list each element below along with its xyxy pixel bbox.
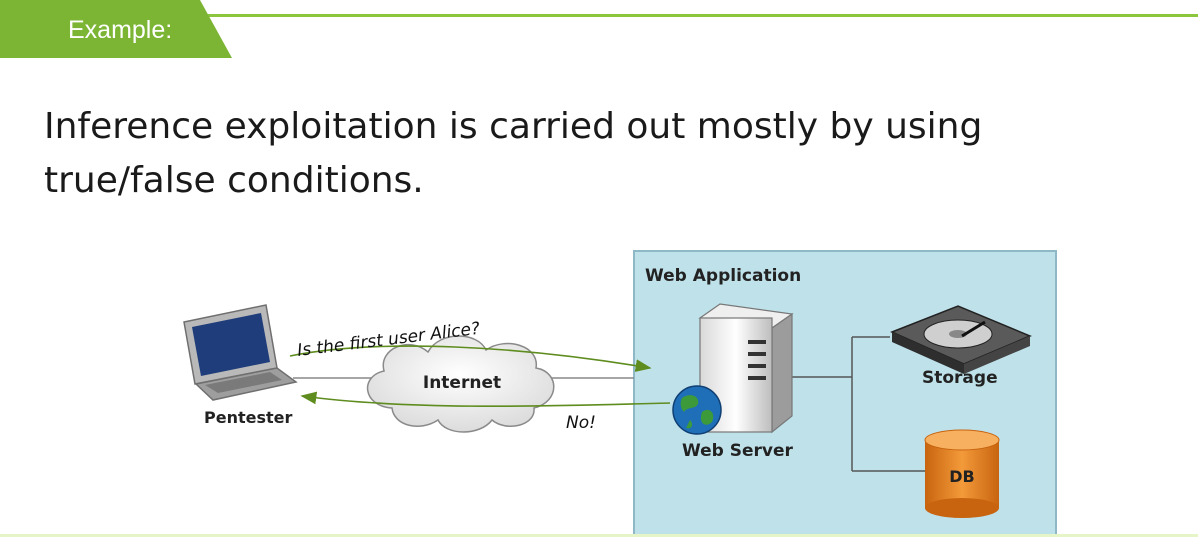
- storage-label: Storage: [922, 368, 998, 388]
- response-arrow: [300, 391, 671, 408]
- db-label: DB: [949, 467, 974, 486]
- laptop-icon: [183, 304, 298, 401]
- heading-rule: [200, 14, 1198, 17]
- internet-label: Internet: [423, 373, 501, 393]
- heading-tab: [0, 0, 232, 58]
- body-text: Inference exploitation is carried out mo…: [44, 106, 983, 201]
- heading-tab-label: Example:: [68, 16, 173, 44]
- pentester-label: Pentester: [204, 408, 292, 427]
- cloud-icon: [367, 335, 555, 433]
- response-text: No!: [566, 413, 596, 433]
- web-application-title: Web Application: [645, 266, 801, 286]
- footer-rule: [0, 534, 1198, 537]
- globe-icon: [672, 385, 722, 435]
- hard-drive-icon: [890, 305, 1032, 374]
- database-icon: [924, 429, 1000, 518]
- web-server-label: Web Server: [682, 441, 794, 461]
- request-arrow: [289, 345, 652, 372]
